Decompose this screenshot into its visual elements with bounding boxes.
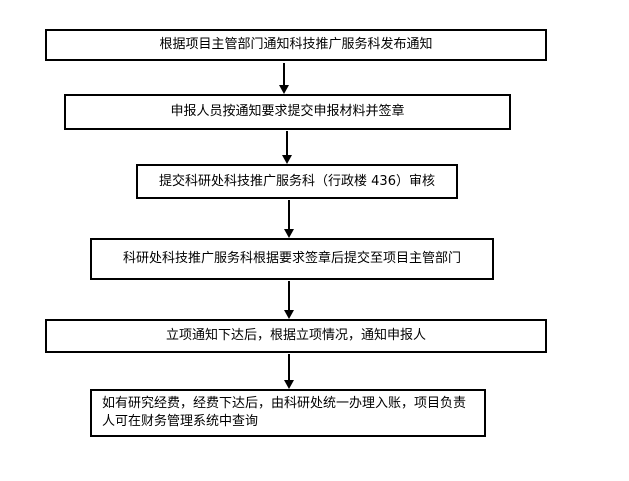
flow-step-6-label: 如有研究经费，经费下达后，由科研处统一办理入账，项目负责人可在财务管理系统中查询 [102, 396, 467, 429]
flow-step-6: 如有研究经费，经费下达后，由科研处统一办理入账，项目负责人可在财务管理系统中查询 [90, 389, 486, 437]
down-arrow-icon [278, 63, 290, 94]
flow-step-2: 申报人员按通知要求提交申报材料并签章 [64, 94, 511, 130]
flow-step-5-label: 立项通知下达后，根据立项情况，通知申报人 [165, 328, 426, 344]
down-arrow-icon [283, 281, 295, 319]
flow-step-5: 立项通知下达后，根据立项情况，通知申报人 [45, 319, 547, 353]
flow-step-4: 科研处科技推广服务科根据要求签章后提交至项目主管部门 [90, 238, 494, 280]
flow-step-1: 根据项目主管部门通知科技推广服务科发布通知 [45, 29, 547, 61]
down-arrow-icon [283, 354, 295, 389]
flow-step-3: 提交科研处科技推广服务科（行政楼 436）审核 [136, 164, 458, 199]
flow-step-1-label: 根据项目主管部门通知科技推广服务科发布通知 [159, 37, 433, 53]
flow-step-4-label: 科研处科技推广服务科根据要求签章后提交至项目主管部门 [122, 251, 461, 267]
flow-step-2-label: 申报人员按通知要求提交申报材料并签章 [170, 104, 405, 120]
down-arrow-icon [281, 131, 293, 164]
flow-step-3-label: 提交科研处科技推广服务科（行政楼 436）审核 [159, 173, 435, 189]
down-arrow-icon [283, 200, 295, 238]
